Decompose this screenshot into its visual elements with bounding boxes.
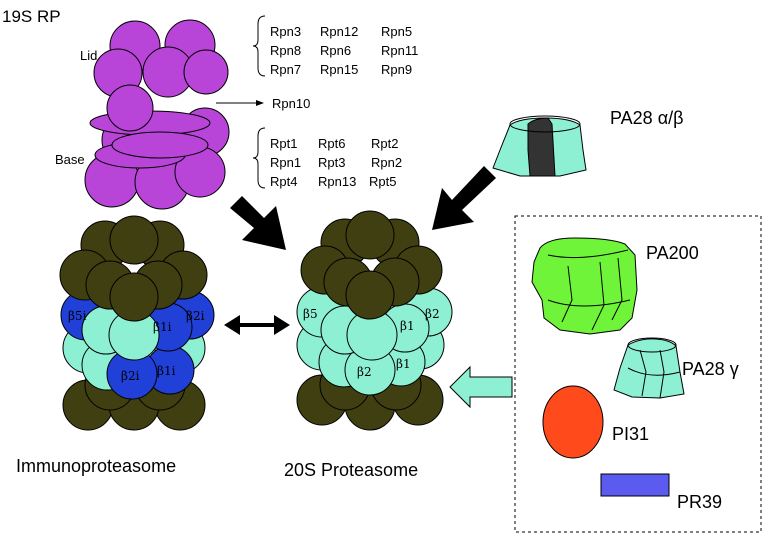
base-label: Base: [55, 152, 85, 167]
pa28g-rim: [627, 337, 677, 353]
lid-subunit: Rpn8: [270, 43, 301, 58]
base-subunit: Rpt6: [318, 136, 345, 151]
rpn10-arrowhead: [256, 100, 264, 106]
pa200-label: PA200: [646, 243, 699, 263]
pa28-gamma: PA28 γ: [613, 337, 739, 399]
pa28g-label: PA28 γ: [682, 359, 739, 379]
pr39-shape: [600, 473, 670, 497]
19s-regulatory-particle: 19S RP Lid Base Rpn3 R: [2, 7, 418, 210]
lid-subunit: Rpn5: [381, 24, 412, 39]
pa200-shape: [531, 237, 638, 335]
activator-box: [514, 215, 762, 533]
base-brace: [252, 127, 266, 189]
pr39: PR39: [600, 473, 722, 512]
subunit-label: β1i: [153, 320, 172, 334]
base-subunit: Rpt1: [270, 136, 297, 151]
base-ring: [111, 131, 209, 159]
immunoproteasome: β5i β1i β2i β2i β1i Immunoproteasome: [16, 215, 215, 476]
exchange-double-arrow: [224, 315, 290, 335]
lid-subunit: Rpn11: [381, 43, 418, 58]
lid-circle: [183, 49, 229, 95]
lid-brace: [252, 15, 266, 77]
alpha-subunit: [345, 210, 395, 260]
rp-title: 19S RP: [2, 7, 61, 26]
immunoproteasome-label: Immunoproteasome: [16, 456, 176, 476]
base-subunit: Rpt2: [371, 136, 398, 151]
pi31: PI31: [542, 385, 649, 459]
20s-proteasome: β5 β1 β2 β2 β1 20S Proteasome: [284, 210, 453, 480]
lid-subunit: Rpn7: [270, 62, 301, 77]
lid-subunit: Rpn9: [381, 62, 412, 77]
alpha-subunit: [345, 270, 395, 320]
pa28ab-to-20s-arrow: [432, 166, 496, 230]
pi31-label: PI31: [612, 424, 649, 444]
lid-subunit: Rpn12: [320, 24, 358, 39]
subunit-label: β1: [396, 357, 411, 371]
lid-subunit-list: Rpn3 Rpn12 Rpn5 Rpn8 Rpn6 Rpn11 Rpn7 Rpn…: [270, 24, 418, 77]
rp-to-20s-arrow: [230, 196, 286, 250]
subunit-label: β1: [400, 319, 415, 333]
subunit-label: β5: [303, 307, 318, 321]
subunit-label: β5i: [68, 309, 87, 323]
subunit-label: β2: [425, 307, 440, 321]
pa200-detail: [547, 249, 631, 331]
lid-subunit: Rpn3: [270, 24, 301, 39]
subunit-label: β1i: [157, 364, 176, 378]
pa28ab-rim: [509, 115, 581, 133]
20s-proteasome-label: 20S Proteasome: [284, 460, 418, 480]
pr39-label: PR39: [677, 492, 722, 512]
pa28-alpha-beta: PA28 α/β: [492, 108, 683, 177]
activators-to-20s-arrow: [449, 365, 513, 409]
pa28g-shape: [613, 338, 685, 399]
base-subunit: Rpt3: [318, 155, 345, 170]
rpn10-label: Rpn10: [272, 96, 310, 111]
pa28g-detail: [627, 349, 681, 399]
base-subunit: Rpn13: [318, 174, 356, 189]
pa28ab-dark-band: [527, 117, 556, 177]
base-subunit-list: Rpt1 Rpt6 Rpt2 Rpn1 Rpt3 Rpn2 Rpt4 Rpn13…: [270, 136, 402, 189]
lid-circle: [106, 84, 154, 132]
pa28ab-label: PA28 α/β: [610, 108, 683, 128]
alpha-subunit: [109, 215, 159, 265]
subunit-label: β2i: [186, 309, 205, 323]
alpha-subunit: [109, 272, 159, 322]
base-subunit: Rpn2: [371, 155, 402, 170]
base-subunit: Rpn1: [270, 155, 301, 170]
base-subunit: Rpt5: [369, 174, 396, 189]
lid-label: Lid: [80, 48, 97, 63]
lid-subunit: Rpn15: [320, 62, 358, 77]
subunit-label: β2: [357, 365, 372, 379]
lid-subunit: Rpn6: [320, 43, 351, 58]
subunit-label: β2i: [121, 369, 140, 383]
base-subunit: Rpt4: [270, 174, 297, 189]
pi31-shape: [542, 385, 604, 459]
pa200: PA200: [531, 237, 699, 335]
